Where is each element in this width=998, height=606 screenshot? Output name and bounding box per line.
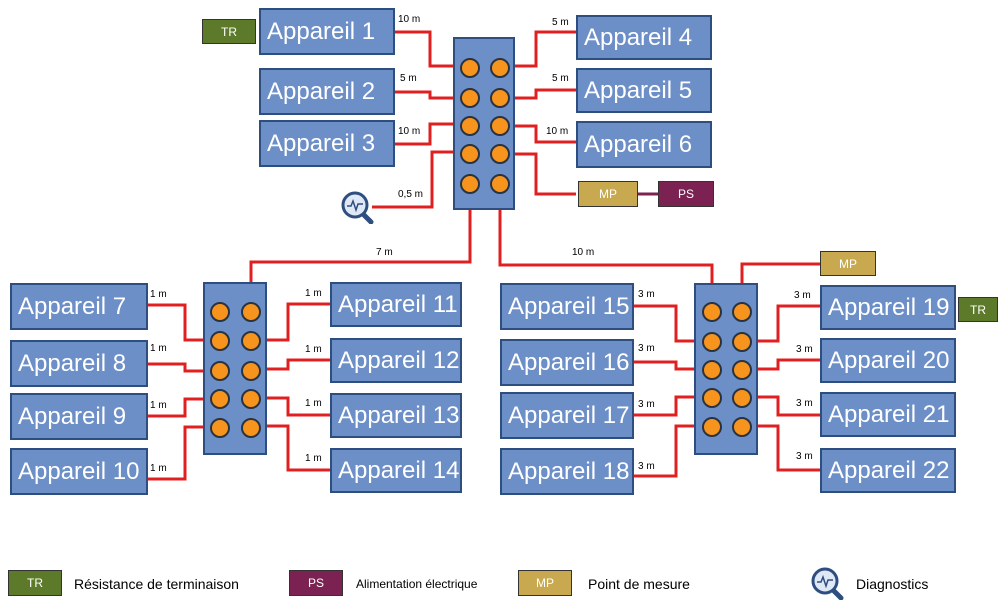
- device-12: Appareil 12: [330, 338, 462, 383]
- hub-port: [702, 302, 722, 322]
- cable-length-label: 3 m: [796, 451, 813, 462]
- hub-port: [702, 360, 722, 380]
- device-10: Appareil 10: [10, 448, 148, 495]
- device-1: Appareil 1: [259, 8, 395, 55]
- cable-length-label: 1 m: [305, 453, 322, 464]
- legend-diagnostics-text: Diagnostics: [856, 576, 929, 592]
- device-18: Appareil 18: [500, 448, 634, 495]
- device-16: Appareil 16: [500, 339, 634, 386]
- device-15: Appareil 15: [500, 283, 634, 330]
- hub-port: [241, 389, 261, 409]
- measurement-point-tag: MP: [578, 181, 638, 207]
- hub-main: [453, 37, 515, 210]
- hub-port: [732, 360, 752, 380]
- cable-length-label: 5 m: [552, 17, 569, 28]
- legend-ps-text: Alimentation électrique: [356, 577, 478, 591]
- hub-port: [702, 332, 722, 352]
- device-5: Appareil 5: [576, 68, 712, 113]
- termination-resistor-tag: TR: [202, 19, 256, 44]
- legend-ps-swatch: PS: [289, 570, 343, 596]
- cable-length-label: 5 m: [400, 73, 417, 84]
- cable-length-label: 1 m: [305, 398, 322, 409]
- cable-length-label: 10 m: [546, 126, 569, 137]
- device-13: Appareil 13: [330, 393, 462, 438]
- device-14: Appareil 14: [330, 448, 462, 493]
- device-20: Appareil 20: [820, 338, 956, 383]
- legend-tr-text: Résistance de terminaison: [74, 576, 239, 592]
- hub-port: [490, 144, 510, 164]
- hub-port: [490, 88, 510, 108]
- cable-length-label: 3 m: [638, 461, 655, 472]
- device-11: Appareil 11: [330, 282, 462, 327]
- hub-port: [490, 174, 510, 194]
- hub-port: [210, 302, 230, 322]
- hub-port: [460, 116, 480, 136]
- device-3: Appareil 3: [259, 120, 395, 167]
- hub-port: [702, 417, 722, 437]
- hub-port: [241, 361, 261, 381]
- device-4: Appareil 4: [576, 15, 712, 60]
- hub-port: [241, 302, 261, 322]
- device-7: Appareil 7: [10, 283, 148, 330]
- cable-length-label: 10 m: [398, 126, 421, 137]
- hub-port: [241, 331, 261, 351]
- hub-port: [210, 389, 230, 409]
- cable-length-label: 0,5 m: [398, 189, 424, 200]
- legend-mp-swatch: MP: [518, 570, 572, 596]
- cable-length-label: 1 m: [150, 343, 167, 354]
- diagnostics-magnifier-icon: [341, 191, 374, 224]
- cable-length-label: 3 m: [638, 343, 655, 354]
- device-8: Appareil 8: [10, 340, 148, 387]
- device-17: Appareil 17: [500, 392, 634, 439]
- device-21: Appareil 21: [820, 392, 956, 437]
- device-22: Appareil 22: [820, 448, 956, 493]
- hub-port: [732, 332, 752, 352]
- device-2: Appareil 2: [259, 68, 395, 115]
- hub-port: [732, 302, 752, 322]
- cable-length-label: 10 m: [572, 247, 595, 258]
- hub-port: [460, 58, 480, 78]
- cable-length-label: 1 m: [305, 288, 322, 299]
- measurement-point-tag: MP: [820, 251, 876, 276]
- cable-length-label: 3 m: [794, 290, 811, 301]
- hub-port: [210, 418, 230, 438]
- hub-port: [732, 417, 752, 437]
- cable-length-label: 1 m: [150, 463, 167, 474]
- hub-port: [460, 144, 480, 164]
- hub-port: [210, 331, 230, 351]
- cable-length-label: 5 m: [552, 73, 569, 84]
- cable-length-label: 7 m: [376, 247, 393, 258]
- hub-port: [490, 58, 510, 78]
- hub-port: [460, 88, 480, 108]
- hub-port: [241, 418, 261, 438]
- legend-diagnostics-icon: [811, 567, 844, 600]
- device-6: Appareil 6: [576, 121, 712, 168]
- device-19: Appareil 19: [820, 285, 956, 330]
- hub-port: [210, 361, 230, 381]
- device-9: Appareil 9: [10, 393, 148, 440]
- cable-length-label: 3 m: [796, 344, 813, 355]
- power-supply-tag: PS: [658, 181, 714, 207]
- hub-right: [694, 283, 758, 455]
- cable-length-label: 1 m: [305, 344, 322, 355]
- cable-length-label: 3 m: [638, 399, 655, 410]
- cable-length-label: 1 m: [150, 289, 167, 300]
- hub-port: [460, 174, 480, 194]
- cable-length-label: 10 m: [398, 14, 421, 25]
- hub-port: [702, 388, 722, 408]
- cable-length-label: 1 m: [150, 400, 167, 411]
- cable-length-label: 3 m: [796, 398, 813, 409]
- legend-mp-text: Point de mesure: [588, 576, 690, 592]
- hub-port: [490, 116, 510, 136]
- cable-length-label: 3 m: [638, 289, 655, 300]
- hub-left: [203, 282, 267, 455]
- legend-tr-swatch: TR: [8, 570, 62, 596]
- termination-resistor-tag: TR: [958, 297, 998, 322]
- hub-port: [732, 388, 752, 408]
